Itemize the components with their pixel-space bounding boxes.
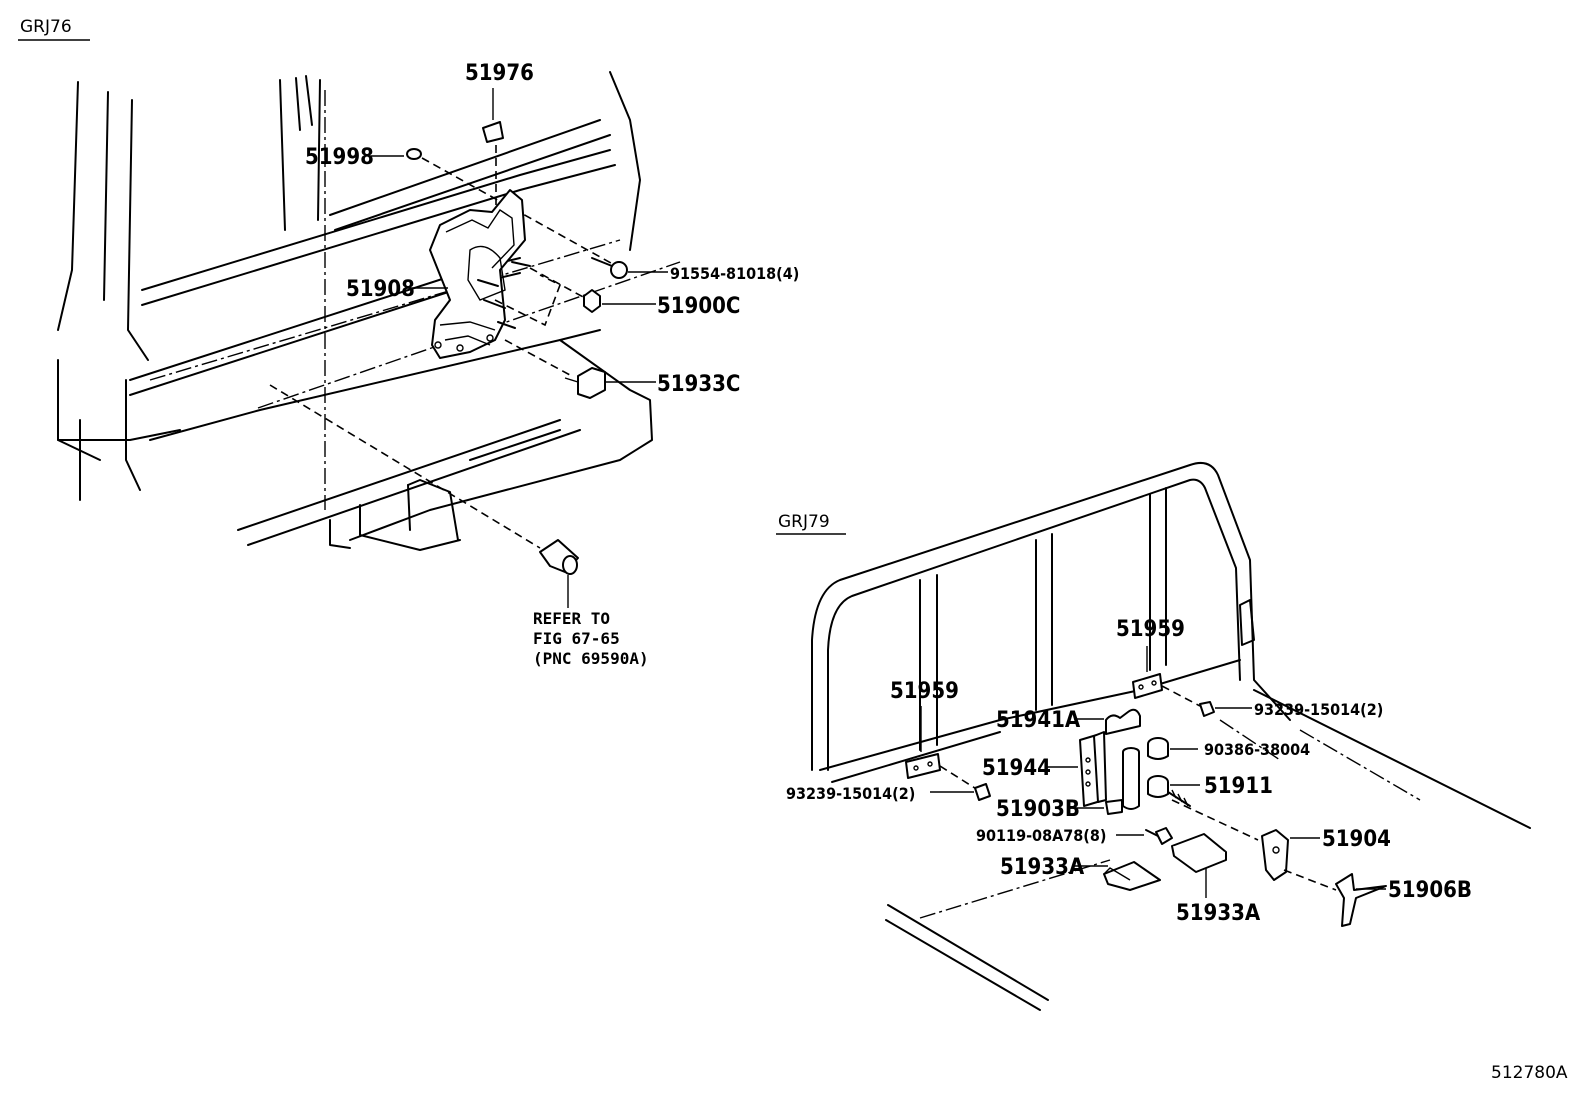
vehicle-rear-body	[57, 71, 681, 551]
part-51933a-left	[1074, 861, 1161, 891]
label-51941a: 51941A	[996, 708, 1081, 733]
label-93239-upper: 93239-15014(2)	[1254, 700, 1383, 719]
part-51906b	[1283, 869, 1387, 927]
part-51941a	[1074, 708, 1141, 735]
part-51900c-nut	[529, 267, 656, 313]
label-90119: 90119-08A78(8)	[976, 826, 1106, 845]
part-51911	[1147, 775, 1200, 807]
part-91554-bolt	[591, 257, 668, 279]
refer-line-3: (PNC 69590A)	[533, 649, 649, 668]
part-lamp-socket	[269, 384, 579, 608]
label-51911: 51911	[1204, 774, 1273, 799]
part-51998	[406, 148, 621, 269]
label-51998: 51998	[305, 145, 374, 170]
section-label-grj76: GRJ76	[20, 17, 72, 37]
label-51976: 51976	[465, 61, 534, 86]
part-51908-bracket	[429, 189, 562, 359]
grj76-group: GRJ76	[18, 17, 799, 668]
part-51933a-bottom	[1171, 833, 1227, 898]
label-51903b: 51903B	[996, 797, 1080, 822]
part-51959-upper	[1132, 646, 1252, 717]
label-90386: 90386-38004	[1204, 740, 1310, 759]
label-51904: 51904	[1322, 827, 1391, 852]
figure-code: 512780A	[1491, 1063, 1568, 1083]
label-51959-lower: 51959	[890, 679, 959, 704]
label-51933a-bottom: 51933A	[1176, 901, 1261, 926]
refer-line-1: REFER TO	[533, 609, 610, 628]
part-51903b	[1070, 747, 1140, 815]
grj79-group: GRJ79	[776, 462, 1531, 1011]
label-51959-upper: 51959	[1116, 617, 1185, 642]
label-93239-lower: 93239-15014(2)	[786, 784, 915, 803]
label-51933c: 51933C	[657, 372, 740, 397]
truck-bed-frame	[811, 462, 1531, 1011]
part-90386	[1147, 737, 1198, 760]
label-91554: 91554-81018(4)	[670, 264, 799, 283]
part-51944	[1046, 731, 1107, 807]
part-90119	[1116, 827, 1173, 845]
section-label-grj79: GRJ79	[778, 512, 830, 532]
part-51904	[1171, 799, 1320, 881]
label-51933a-left: 51933A	[1000, 855, 1085, 880]
label-51944: 51944	[982, 756, 1051, 781]
label-51908: 51908	[346, 277, 415, 302]
label-51900c: 51900C	[657, 294, 740, 319]
label-51906b: 51906B	[1388, 878, 1472, 903]
part-51959-lower	[905, 706, 991, 801]
refer-line-2: FIG 67-65	[533, 629, 620, 648]
part-51933c-pad	[504, 339, 656, 399]
